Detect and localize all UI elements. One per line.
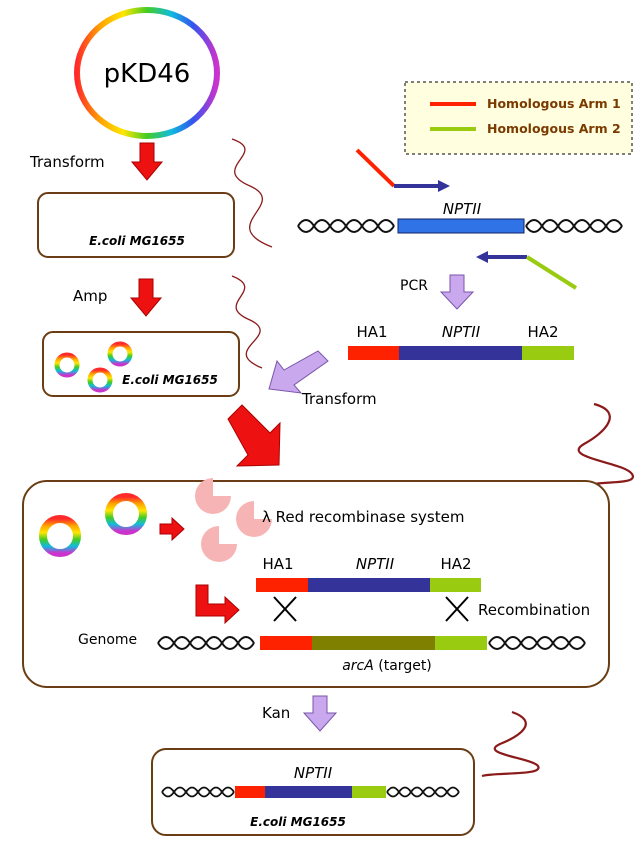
- recombinase-pie-3: [201, 526, 237, 562]
- legend-label-arm2: Homologous Arm 2: [487, 121, 621, 136]
- squiggle-3: [577, 402, 634, 487]
- target-suffix: (target): [374, 658, 432, 674]
- pcr-label: PCR: [400, 278, 428, 294]
- genome-ha1-bar: [260, 636, 312, 650]
- final-ha1-bar: [235, 786, 265, 798]
- cell-box-1: [37, 192, 235, 258]
- red-down-arrow-2: [129, 278, 163, 317]
- pcr-gene-label: NPTII: [442, 323, 481, 341]
- pcr-ha1-label: HA1: [356, 323, 387, 341]
- amp-label: Amp: [73, 287, 107, 305]
- squiggle-4: [481, 710, 540, 778]
- plasmid-ring-small-3: [87, 367, 113, 393]
- legend: Homologous Arm 1 Homologous Arm 2: [404, 81, 633, 155]
- donor-nptii-bar: [308, 578, 430, 592]
- recombinase-pie-2: [236, 501, 272, 537]
- cell-label-3: E.coli MG1655: [250, 815, 346, 829]
- donor-ha2-bar: [430, 578, 481, 592]
- donor-ha1-bar: [256, 578, 308, 592]
- purple-diagonal-arrow: [268, 350, 329, 394]
- primer-homology-arm2: [525, 255, 578, 290]
- crossover-mark-right: [445, 596, 469, 622]
- transform-label-1: Transform: [29, 153, 105, 171]
- template-nptii-box: [397, 218, 525, 234]
- template-gene-label: NPTII: [443, 200, 482, 218]
- cell-label-1: E.coli MG1655: [89, 234, 185, 248]
- purple-down-arrow-pcr: [439, 274, 475, 310]
- red-right-arrow-small: [159, 516, 185, 542]
- genome-ha2-bar: [435, 636, 487, 650]
- pkd46-label: pKD46: [104, 59, 191, 89]
- crossover-mark-left: [273, 596, 297, 622]
- target-gene-label: arcA (target): [342, 658, 432, 674]
- pcr-ha2-bar: [522, 346, 574, 360]
- template-dna-right: [525, 219, 623, 233]
- donor-ha2-label: HA2: [440, 555, 471, 573]
- big-red-arrow: [227, 404, 281, 467]
- genome-label: Genome: [78, 632, 137, 648]
- reverse-primer-head: [476, 251, 488, 263]
- plasmid-ring-small-2: [107, 341, 133, 367]
- final-gene-label: NPTII: [294, 764, 333, 782]
- red-bent-arrow: [195, 584, 240, 625]
- plasmid-ring-medium-2: [105, 493, 147, 535]
- purple-down-arrow-kan: [302, 695, 338, 732]
- kan-label: Kan: [262, 704, 290, 722]
- squiggle-2: [231, 275, 263, 369]
- pcr-ha2-label: HA2: [527, 323, 558, 341]
- recombinase-pie-1: [195, 478, 231, 514]
- pkd46-plasmid-ring: [74, 7, 220, 139]
- squiggle-1: [231, 138, 273, 248]
- donor-ha1-label: HA1: [262, 555, 293, 573]
- primer-homology-arm1: [355, 148, 396, 188]
- plasmid-ring-medium-1: [39, 515, 81, 557]
- recombination-label: Recombination: [478, 601, 590, 619]
- forward-primer-head: [438, 180, 450, 192]
- transform-label-2: Transform: [301, 390, 377, 408]
- red-down-arrow-1: [130, 142, 164, 181]
- pcr-nptii-bar: [399, 346, 522, 360]
- cell-label-2: E.coli MG1655: [122, 373, 218, 387]
- donor-gene-label: NPTII: [356, 555, 395, 573]
- genome-target-bar: [312, 636, 435, 650]
- recombinase-system-label: λ Red recombinase system: [262, 508, 464, 526]
- final-nptii-bar: [265, 786, 352, 798]
- legend-label-arm1: Homologous Arm 1: [487, 96, 621, 111]
- final-ha2-bar: [352, 786, 386, 798]
- pcr-ha1-bar: [348, 346, 399, 360]
- template-dna-left: [297, 219, 395, 233]
- target-gene-name: arcA: [342, 658, 374, 674]
- plasmid-ring-small-1: [54, 352, 80, 378]
